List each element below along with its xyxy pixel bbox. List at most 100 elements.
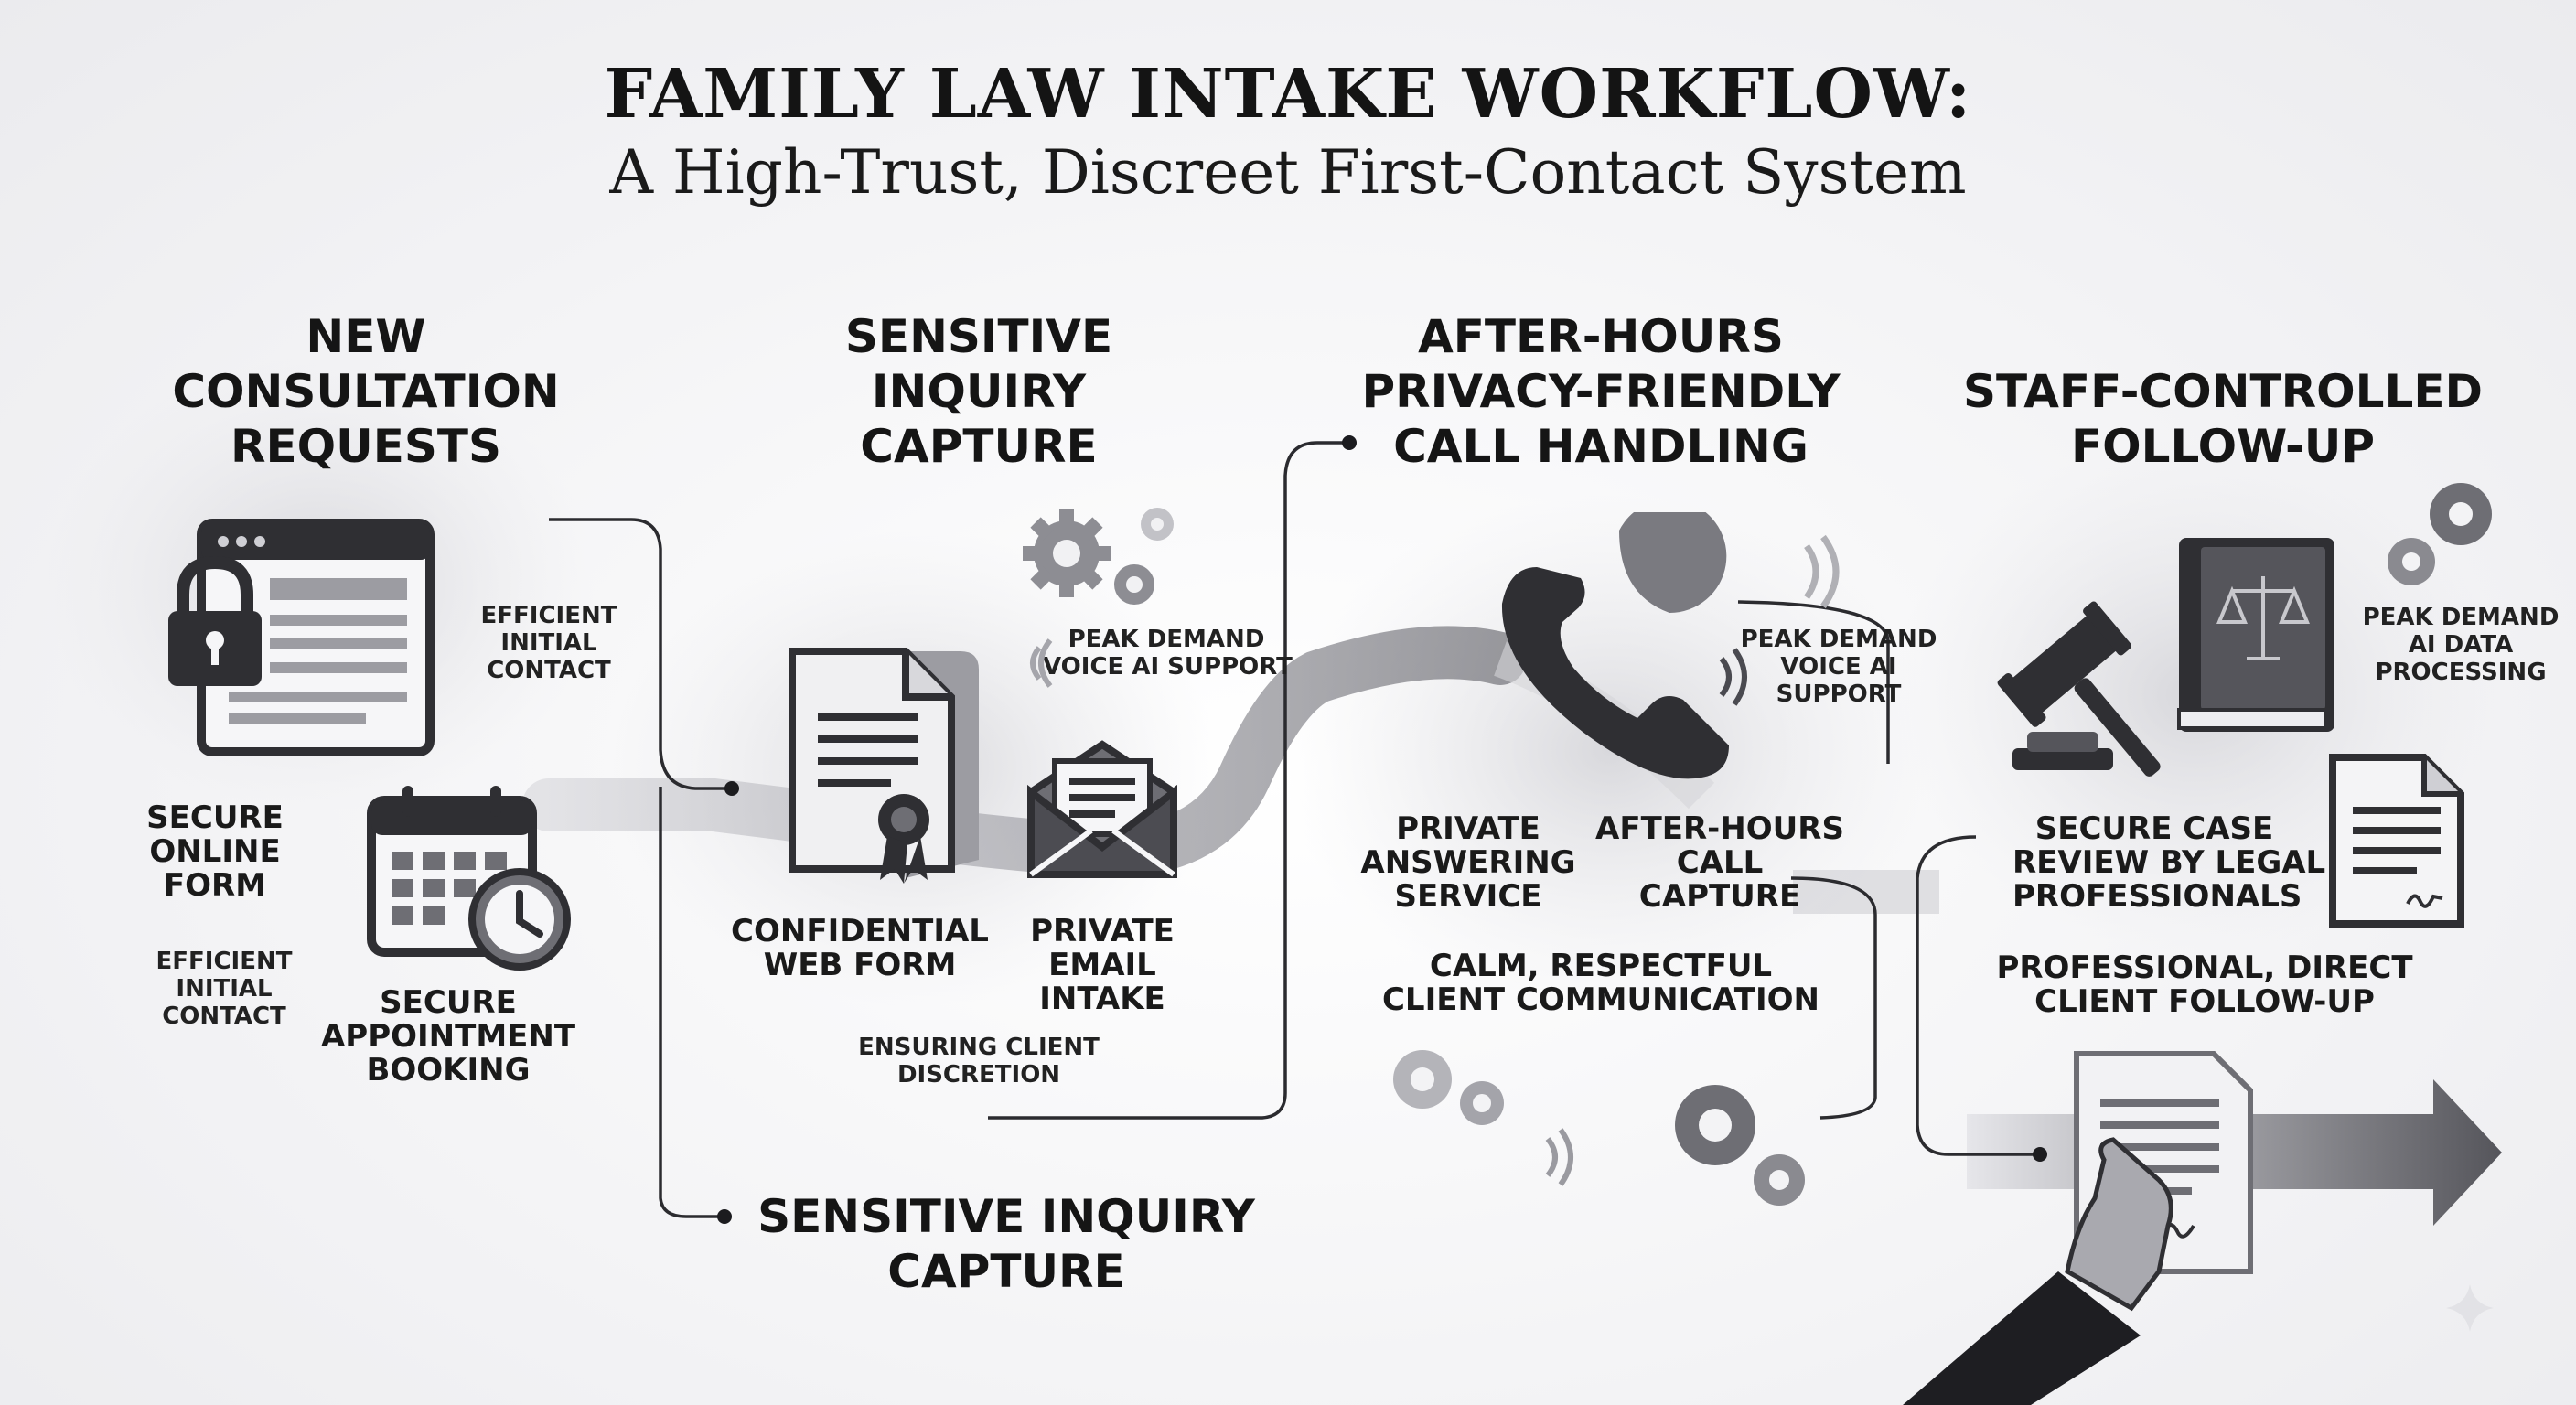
label-peak-demand-voice-ai: PEAK DEMAND VOICE AI SUPPORT xyxy=(1043,626,1293,681)
label-line: FORM xyxy=(163,867,267,904)
stage-heading-after-hours: AFTER-HOURS PRIVACY-FRIENDLY CALL HANDLI… xyxy=(1317,309,1884,474)
label-line: AFTER-HOURS xyxy=(1595,810,1844,847)
phone-icon xyxy=(1501,567,1729,779)
label-line: CALM, RESPECTFUL xyxy=(1429,948,1773,984)
heading-line: CAPTURE xyxy=(860,420,1098,473)
label-private-email-intake: PRIVATE EMAIL INTAKE xyxy=(1006,915,1198,1016)
gears-icon xyxy=(1393,1050,1504,1125)
label-confidential-web-form: CONFIDENTIAL WEB FORM xyxy=(723,915,997,982)
label-secure-case-review: SECURE CASE REVIEW BY LEGAL PROFESSIONAL… xyxy=(2012,810,2326,915)
hand-document-icon xyxy=(1903,1051,2253,1405)
label-private-answering-service: PRIVATE ANSWERING SERVICE xyxy=(1354,812,1583,914)
label-line: PROCESSING xyxy=(2375,659,2547,686)
label-line: EFFICIENT xyxy=(480,602,617,629)
label-line: VOICE AI xyxy=(1780,653,1897,681)
heading-line: REQUESTS xyxy=(230,420,502,473)
branch-heading-sensitive-inquiry: SENSITIVE INQUIRY CAPTURE xyxy=(732,1189,1281,1299)
label-line: VOICE AI SUPPORT xyxy=(1043,653,1293,681)
label-line: SUPPORT xyxy=(1776,681,1902,708)
secure-browser-icon xyxy=(168,519,435,756)
certificate-document-icon xyxy=(789,648,979,884)
heading-line: AFTER-HOURS xyxy=(1418,310,1784,363)
label-line: BOOKING xyxy=(366,1052,531,1089)
sound-wave-icon xyxy=(1030,638,1053,688)
label-line: PRIVATE xyxy=(1030,913,1175,949)
signed-document-icon xyxy=(2329,754,2464,928)
label-line: REVIEW BY LEGAL xyxy=(2012,844,2326,881)
label-line: SECURE xyxy=(380,984,517,1021)
heading-line: FOLLOW-UP xyxy=(2070,420,2375,473)
label-efficient-initial-contact: EFFICIENT INITIAL CONTACT xyxy=(457,602,640,684)
label-line: CALL xyxy=(1676,844,1764,881)
label-peak-demand-ai-data: PEAK DEMAND AI DATA PROCESSING xyxy=(2360,604,2561,686)
page-title: FAMILY LAW INTAKE WORKFLOW: xyxy=(604,55,1972,134)
heading-line: SENSITIVE INQUIRY xyxy=(757,1190,1255,1243)
connector-dot xyxy=(724,781,739,796)
label-line: PROFESSIONAL, DIRECT xyxy=(1996,949,2413,986)
label-line: CONTACT xyxy=(487,657,611,684)
label-line: DISCRETION xyxy=(896,1061,1061,1089)
label-after-hours-call-capture: AFTER-HOURS CALL CAPTURE xyxy=(1592,812,1848,914)
connector-lines xyxy=(549,441,2040,1218)
connector-dot xyxy=(1342,435,1357,450)
heading-line: CALL HANDLING xyxy=(1393,420,1809,473)
gears-icon xyxy=(1023,508,1174,605)
label-line: CLIENT COMMUNICATION xyxy=(1381,981,1820,1018)
stage-heading-new-consultation: NEW CONSULTATION REQUESTS xyxy=(128,309,604,474)
sound-wave-icon xyxy=(1804,534,1840,609)
stage-heading-staff-follow-up: STAFF-CONTROLLED FOLLOW-UP xyxy=(1930,364,2516,474)
label-line: CONFIDENTIAL xyxy=(731,913,989,949)
label-secure-online-form: SECURE ONLINE FORM xyxy=(119,801,311,903)
stage-heading-sensitive-inquiry: SENSITIVE INQUIRY CAPTURE xyxy=(741,309,1217,474)
heading-line: CONSULTATION xyxy=(172,365,560,418)
label-secure-appointment-booking: SECURE APPOINTMENT BOOKING xyxy=(311,986,585,1088)
connector-dot xyxy=(717,1209,732,1224)
heading-line: STAFF-CONTROLLED xyxy=(1963,365,2483,418)
label-line: CAPTURE xyxy=(1638,878,1801,915)
label-line: INITIAL xyxy=(500,629,597,657)
email-envelope-icon xyxy=(1027,740,1177,878)
label-line: APPOINTMENT xyxy=(320,1018,576,1055)
label-line: WEB FORM xyxy=(763,947,957,983)
label-professional-follow-up: PROFESSIONAL, DIRECT CLIENT FOLLOW-UP xyxy=(1976,951,2433,1019)
gears-icon xyxy=(2388,483,2492,585)
label-calm-respectful-communication: CALM, RESPECTFUL CLIENT COMMUNICATION xyxy=(1372,949,1830,1017)
heading-line: PRIVACY-FRIENDLY xyxy=(1361,365,1841,418)
label-line: SERVICE xyxy=(1394,878,1542,915)
sound-wave-icon xyxy=(1719,648,1747,706)
label-line: SECURE CASE xyxy=(2034,810,2274,847)
label-efficient-initial-contact-2: EFFICIENT INITIAL CONTACT xyxy=(133,948,316,1030)
sparkle-icon xyxy=(2446,1284,2494,1332)
label-line: PEAK DEMAND xyxy=(2362,604,2560,631)
moon-icon xyxy=(1619,512,1727,614)
label-line: PROFESSIONALS xyxy=(2012,878,2302,915)
label-line: PEAK DEMAND xyxy=(1068,626,1265,653)
calendar-clock-icon xyxy=(367,786,571,971)
gavel-icon xyxy=(1997,601,2161,777)
heading-line: NEW xyxy=(306,310,426,363)
connector-dot xyxy=(2033,1147,2047,1162)
page-subtitle: A High-Trust, Discreet First-Contact Sys… xyxy=(609,137,1967,208)
label-peak-demand-voice-ai-2: PEAK DEMAND VOICE AI SUPPORT xyxy=(1738,626,1939,708)
label-line: CLIENT FOLLOW-UP xyxy=(2034,983,2375,1020)
label-line: EMAIL xyxy=(1048,947,1156,983)
label-line: INITIAL xyxy=(176,975,273,1003)
label-line: INTAKE xyxy=(1039,981,1165,1017)
label-line: ANSWERING xyxy=(1360,844,1576,881)
label-line: PRIVATE xyxy=(1396,810,1540,847)
heading-line: INQUIRY xyxy=(871,365,1087,418)
phone-moon-icon xyxy=(1501,512,1729,779)
gears-icon xyxy=(1675,1085,1805,1206)
sound-wave-icon xyxy=(1545,1128,1573,1186)
label-line: ONLINE xyxy=(149,833,281,870)
heading-line: SENSITIVE xyxy=(844,310,1113,363)
heading-line: CAPTURE xyxy=(887,1245,1125,1298)
label-line: AI DATA xyxy=(2408,631,2514,659)
label-line: PEAK DEMAND xyxy=(1740,626,1937,653)
label-line: EFFICIENT xyxy=(156,948,293,975)
law-book-icon xyxy=(2177,538,2334,732)
label-line: SECURE xyxy=(146,799,284,836)
label-ensuring-client-discretion: ENSURING CLIENT DISCRETION xyxy=(842,1034,1116,1089)
label-line: CONTACT xyxy=(162,1003,286,1030)
